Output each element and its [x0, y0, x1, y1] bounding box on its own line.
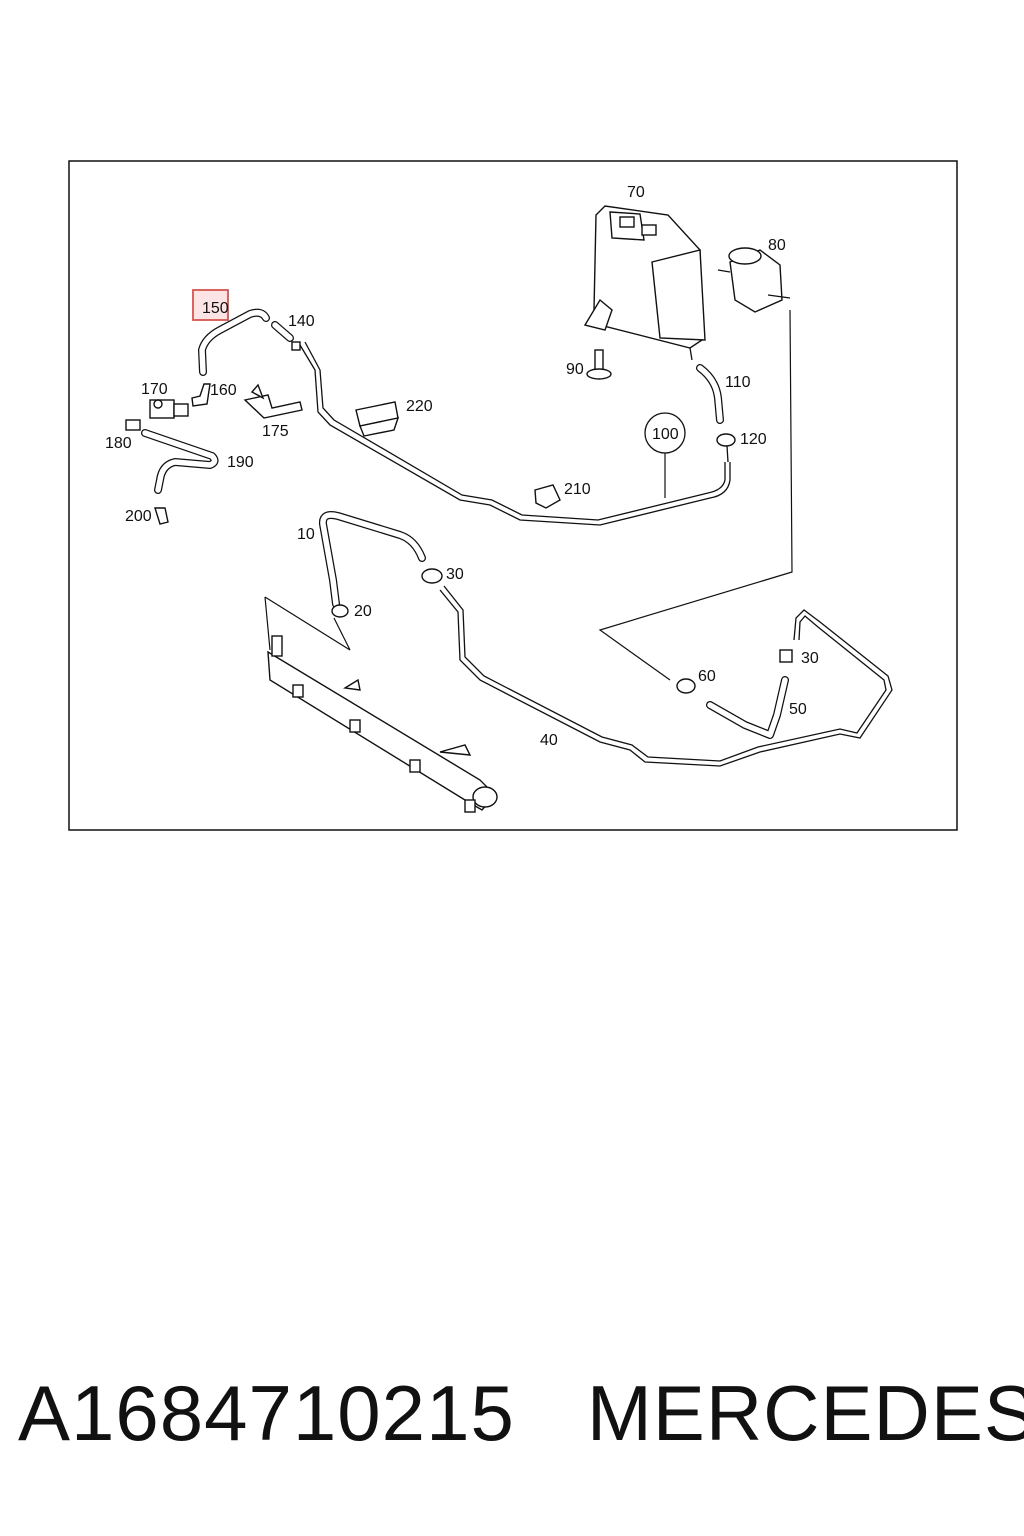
- label-180: 180: [105, 435, 132, 452]
- part-110-hose: [696, 364, 724, 424]
- line-40: [439, 589, 893, 767]
- label-190: 190: [227, 454, 254, 471]
- part-50-hose: [706, 676, 789, 739]
- part-160-connector: [191, 383, 211, 407]
- callout-100: [644, 412, 686, 498]
- label-110: 110: [725, 374, 751, 391]
- part-20-clamp: [331, 604, 351, 651]
- part-190-hose: [141, 429, 219, 494]
- fuel-rail: [264, 596, 498, 813]
- label-170: 170: [141, 381, 168, 398]
- part-200-fitting: [154, 507, 169, 525]
- part-150-hose: [198, 308, 270, 376]
- part-90-bolt: [586, 349, 612, 380]
- part-210-clip: [534, 484, 561, 509]
- label-30-upper: 30: [446, 566, 464, 583]
- line-100: [299, 344, 731, 526]
- leader-80-60: [598, 309, 793, 681]
- part-10-hose: [318, 511, 426, 608]
- brand-name: MERCEDES: [586, 1369, 1024, 1457]
- diagram-frame: [68, 160, 958, 831]
- line-40-inner: [443, 585, 887, 762]
- label-120: 120: [740, 431, 767, 448]
- label-160: 160: [210, 382, 237, 399]
- label-70: 70: [627, 184, 645, 201]
- part-30-clamp-upper: [421, 568, 443, 584]
- label-40: 40: [540, 732, 558, 749]
- label-210: 210: [564, 481, 591, 498]
- part-60-clamp: [676, 678, 696, 694]
- label-50: 50: [789, 701, 807, 718]
- label-150: 150: [202, 300, 229, 317]
- part-30-clamp-lower: [779, 649, 793, 663]
- label-220: 220: [406, 398, 433, 415]
- part-180-fitting: [125, 419, 141, 431]
- label-60: 60: [698, 668, 716, 685]
- highlight-box-150: [192, 289, 229, 321]
- label-30-lower: 30: [801, 650, 819, 667]
- part-70-canister: [583, 205, 706, 361]
- part-220-clip: [355, 401, 400, 437]
- part-140-connector: [271, 321, 301, 351]
- part-number: A1684710215: [18, 1369, 515, 1457]
- label-200: 200: [125, 508, 152, 525]
- label-10: 10: [297, 526, 315, 543]
- label-175: 175: [262, 423, 289, 440]
- part-170-valve: [149, 399, 189, 419]
- parts-diagram: 150 140 170 160 175 180 190 200 220 210 …: [68, 160, 958, 831]
- label-20: 20: [354, 603, 372, 620]
- label-80: 80: [768, 237, 786, 254]
- part-175-bracket: [243, 383, 303, 419]
- line-100-inner: [304, 341, 726, 521]
- part-120-clamp: [716, 433, 736, 463]
- label-140: 140: [288, 313, 315, 330]
- label-90: 90: [566, 361, 584, 378]
- label-100: 100: [652, 426, 679, 443]
- caption: A1684710215 MERCEDES: [18, 1368, 1024, 1478]
- part-80-filter: [717, 247, 791, 313]
